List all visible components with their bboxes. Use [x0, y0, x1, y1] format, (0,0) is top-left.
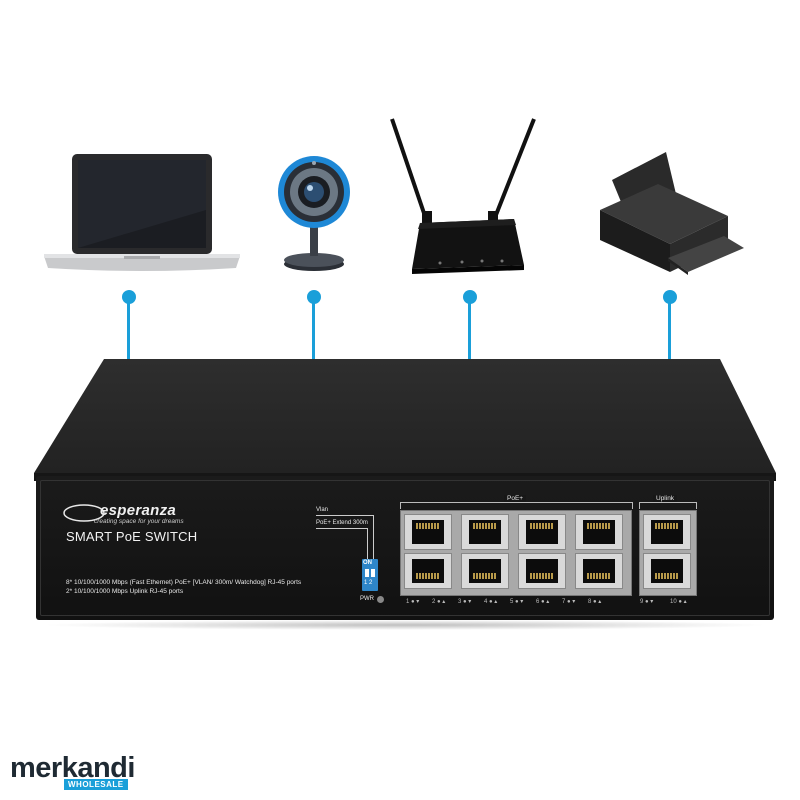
uplink-bracket — [639, 502, 697, 509]
port-2[interactable] — [404, 553, 452, 589]
esperanza-logo — [63, 504, 105, 522]
port-led-10: 10 ● ▴ — [670, 599, 687, 605]
brand-name: esperanza — [100, 502, 177, 519]
brand-tagline: creating space for your dreams — [94, 518, 184, 525]
connector-dot-laptop — [122, 290, 136, 304]
port-led-5: 5 ● ▾ — [510, 599, 524, 605]
switch-front-panel: esperanza creating space for your dreams… — [36, 476, 774, 620]
printer-icon — [600, 152, 744, 275]
port-led-9: 9 ● ▾ — [640, 599, 654, 605]
pwr-label: PWR — [360, 596, 374, 602]
port-1[interactable] — [404, 514, 452, 550]
connector-line-router — [468, 300, 471, 360]
spec-line-2: 2* 10/100/1000 Mbps Uplink RJ-45 ports — [66, 588, 184, 595]
poe-group-label: PoE+ — [504, 495, 527, 502]
port-led-3: 3 ● ▾ — [458, 599, 472, 605]
dip-label-vlan: Vlan — [316, 507, 329, 513]
watermark-sub: WHOLESALE — [64, 779, 128, 790]
connector-dot-webcam — [307, 290, 321, 304]
port-led-1: 1 ● ▾ — [406, 599, 420, 605]
port-5[interactable] — [518, 514, 566, 550]
dip-label-extend: PoE+ Extend 300m — [316, 520, 368, 526]
connector-line-webcam — [312, 300, 315, 360]
switch-top — [34, 359, 776, 481]
connector-line-laptop — [127, 300, 130, 360]
port-led-7: 7 ● ▾ — [562, 599, 576, 605]
dip-switch[interactable]: ON 1 2 — [362, 559, 378, 591]
router-icon — [390, 118, 536, 274]
model-label: SMART PoE SWITCH — [66, 529, 198, 544]
port-led-8: 8 ● ▴ — [588, 599, 602, 605]
uplink-group-label: Uplink — [653, 495, 678, 502]
port-led-6: 6 ● ▴ — [536, 599, 550, 605]
dip-on-label: ON — [363, 560, 372, 566]
port-9[interactable] — [643, 514, 691, 550]
port-led-4: 4 ● ▴ — [484, 599, 498, 605]
port-3[interactable] — [461, 514, 509, 550]
dip-numbers: 1 2 — [364, 580, 373, 586]
port-4[interactable] — [461, 553, 509, 589]
poe-bracket — [400, 502, 633, 509]
connector-dot-printer — [663, 290, 677, 304]
watermark-name: merkandi — [10, 752, 135, 784]
connector-dot-router — [463, 290, 477, 304]
port-6[interactable] — [518, 553, 566, 589]
spec-line-1: 8* 10/100/1000 Mbps (Fast Ethernet) PoE+… — [66, 579, 302, 586]
port-7[interactable] — [575, 514, 623, 550]
laptop-icon — [44, 154, 240, 271]
webcam-icon — [278, 156, 350, 271]
port-10[interactable] — [643, 553, 691, 589]
port-8[interactable] — [575, 553, 623, 589]
connector-line-printer — [668, 300, 671, 360]
switch-shadow — [40, 620, 770, 630]
pwr-led — [377, 596, 384, 603]
port-led-2: 2 ● ▴ — [432, 599, 446, 605]
